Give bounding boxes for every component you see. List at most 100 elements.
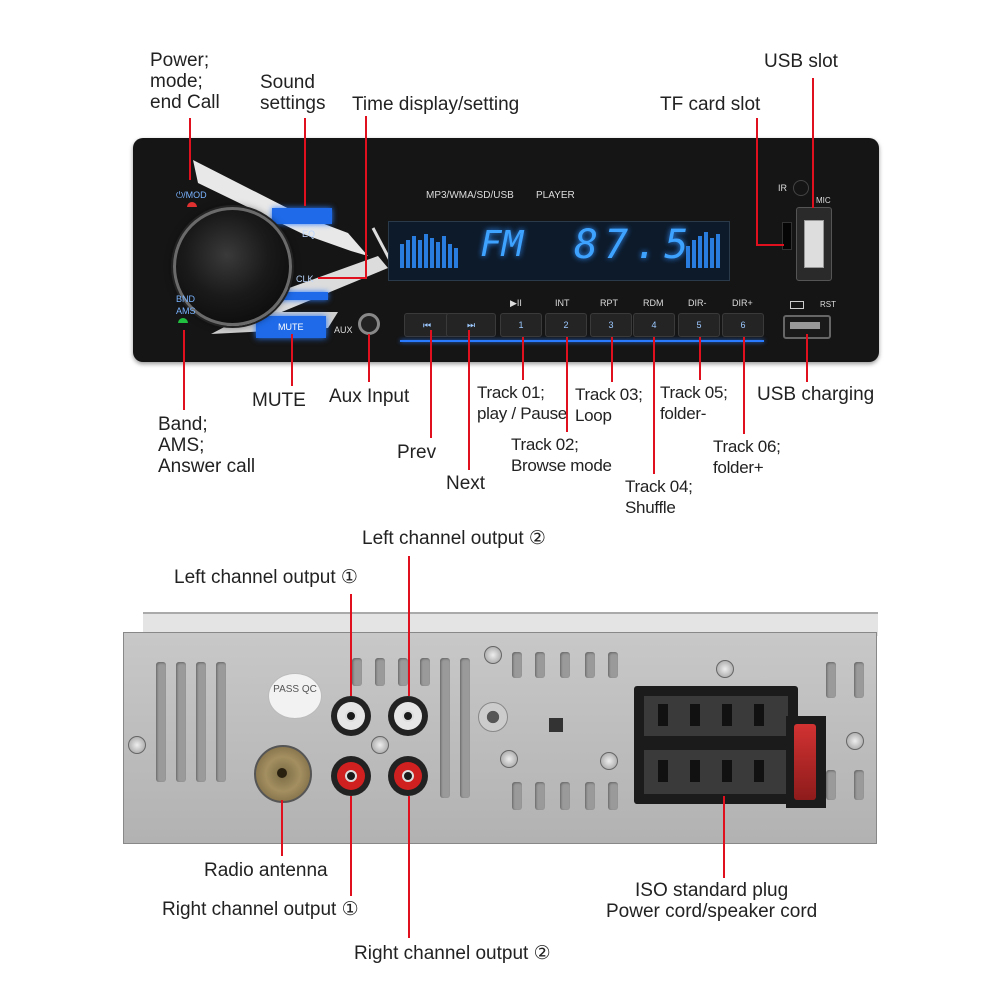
- aux-input-label: Aux Input: [329, 386, 410, 407]
- volume-knob[interactable]: [173, 207, 292, 326]
- next-icon: ⏭: [466, 320, 476, 330]
- next-leader: [468, 330, 470, 470]
- mute-button[interactable]: [256, 316, 326, 338]
- left-output-1-jack[interactable]: [331, 696, 371, 736]
- right-output-2-label: Right channel output ②: [354, 943, 551, 964]
- track03-label: Track 03; Loop: [575, 385, 643, 425]
- vent-slot: [560, 652, 570, 678]
- vent-slot: [352, 658, 362, 686]
- prev-icon: ⏮: [422, 320, 432, 330]
- screw-lower: [600, 752, 618, 770]
- pass-qc-sticker: PASS QC: [268, 673, 322, 719]
- fuse[interactable]: [794, 724, 816, 800]
- vent-slot: [420, 658, 430, 686]
- battery-icon: [790, 301, 804, 309]
- vent-slot: [216, 662, 226, 782]
- key-label-4: RDM: [643, 298, 664, 308]
- time-leader: [365, 116, 367, 279]
- vent-slot: [826, 662, 836, 698]
- tf-leader: [756, 118, 758, 246]
- usb-slot-label: USB slot: [764, 51, 838, 72]
- square-hole: [549, 718, 563, 732]
- aux-key-label: AUX: [334, 325, 353, 335]
- right-out-1-leader: [350, 796, 352, 896]
- mute-leader: [291, 334, 293, 386]
- track05-leader: [699, 330, 701, 380]
- left-output-2-label: Left channel output ②: [362, 528, 546, 549]
- vent-slot: [535, 652, 545, 678]
- left-output-2-jack[interactable]: [388, 696, 428, 736]
- prev-label: Prev: [397, 442, 437, 463]
- vent-slot: [196, 662, 206, 782]
- vent-slot: [440, 658, 450, 798]
- track01-leader: [522, 330, 524, 380]
- track05-label: Track 05; folder-: [660, 383, 728, 423]
- tf-card-slot[interactable]: [782, 222, 792, 250]
- ir-sensor-icon: [793, 180, 809, 196]
- preset-key-5[interactable]: 5: [678, 313, 720, 337]
- left-output-1-label: Left channel output ①: [174, 567, 358, 588]
- clk-key-label: CLK: [296, 274, 314, 284]
- vent-slot: [512, 652, 522, 678]
- preset-key-6[interactable]: 6: [722, 313, 764, 337]
- track04-label: Track 04; Shuffle: [625, 477, 693, 517]
- usb-charging-label: USB charging: [757, 384, 875, 405]
- preset-key-4[interactable]: 4: [633, 313, 675, 337]
- iso-connector-pins: [644, 696, 788, 794]
- key-label-3: RPT: [600, 298, 618, 308]
- player-label: PLAYER: [536, 190, 575, 201]
- next-label: Next: [446, 473, 486, 494]
- preset-key-1[interactable]: 1: [500, 313, 542, 337]
- prev-leader: [430, 330, 432, 438]
- right-output-2-jack[interactable]: [388, 756, 428, 796]
- tf-card-label: TF card slot: [660, 94, 761, 115]
- mute-label: MUTE: [252, 390, 306, 411]
- track06-label: Track 06; folder+: [713, 437, 781, 477]
- aux-input-jack[interactable]: [358, 313, 380, 335]
- right-output-1-jack[interactable]: [331, 756, 371, 796]
- sound-settings-label: Sound settings: [260, 72, 326, 114]
- next-button[interactable]: ⏭: [446, 313, 496, 337]
- vent-slot: [512, 782, 522, 810]
- left-out-2-leader: [408, 556, 410, 696]
- usb-slot[interactable]: [796, 207, 832, 281]
- preset-key-3[interactable]: 3: [590, 313, 632, 337]
- vent-slot: [608, 782, 618, 810]
- power-mode-label: Power; mode; end Call: [150, 50, 220, 113]
- right-output-1-label: Right channel output ①: [162, 899, 359, 920]
- vent-slot: [460, 658, 470, 798]
- tf-leader-h: [756, 244, 784, 246]
- key-label-1: ▶II: [510, 298, 522, 308]
- brand-label: MP3/WMA/SD/USB: [426, 190, 514, 201]
- time-display-label: Time display/setting: [352, 94, 520, 115]
- antenna-leader: [281, 800, 283, 856]
- vent-slot: [156, 662, 166, 782]
- vent-slot: [398, 658, 408, 686]
- radio-antenna-socket[interactable]: [254, 745, 312, 803]
- screw-mid: [500, 750, 518, 768]
- preset-key-2[interactable]: 2: [545, 313, 587, 337]
- screw-left: [128, 736, 146, 754]
- mod-key-label: ⏻/MOD: [176, 190, 207, 200]
- usb-slot-port: [804, 220, 824, 268]
- eq-key-glow[interactable]: [272, 208, 332, 224]
- sound-leader: [304, 118, 306, 206]
- left-eq-bars: [400, 234, 458, 268]
- vent-slot: [585, 652, 595, 678]
- mute-key-label: MUTE: [278, 322, 304, 332]
- track01-label: Track 01; play / Pause: [477, 383, 567, 423]
- answer-call-icon: [178, 318, 188, 323]
- band-leader: [183, 330, 185, 410]
- usb-slot-leader: [812, 78, 814, 208]
- iso-plug-label: ISO standard plug Power cord/speaker cor…: [606, 880, 818, 922]
- prev-button[interactable]: ⏮: [404, 313, 450, 337]
- time-leader-h: [318, 277, 367, 279]
- vent-slot: [585, 782, 595, 810]
- vent-slot: [176, 662, 186, 782]
- track02-label: Track 02; Browse mode: [511, 435, 612, 475]
- vent-slot: [854, 770, 864, 800]
- clk-key-glow[interactable]: [268, 292, 328, 300]
- eq-key-label: EQ: [302, 229, 316, 239]
- power-leader: [189, 118, 191, 180]
- vent-slot: [535, 782, 545, 810]
